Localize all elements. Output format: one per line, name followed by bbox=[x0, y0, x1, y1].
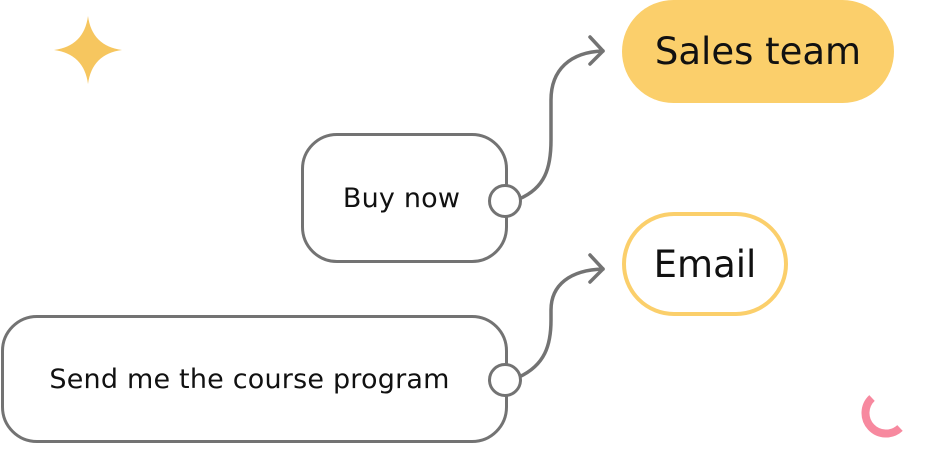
output-port-course-program[interactable] bbox=[488, 363, 522, 397]
connector-buy-now-to-sales-team bbox=[517, 49, 605, 201]
option-node-buy-now[interactable]: Buy now bbox=[301, 133, 508, 263]
output-port-buy-now[interactable] bbox=[488, 184, 522, 218]
connector-course-program-to-email bbox=[517, 267, 605, 379]
arrowhead-email-icon bbox=[588, 253, 605, 284]
arrowhead-sales-team-icon bbox=[588, 35, 605, 66]
option-node-course-program[interactable]: Send me the course program bbox=[1, 315, 508, 443]
target-label: Email bbox=[653, 242, 757, 286]
target-label: Sales team bbox=[654, 30, 862, 73]
sparkle-star-icon bbox=[54, 16, 122, 84]
option-label: Buy now bbox=[342, 182, 461, 214]
target-node-email[interactable]: Email bbox=[622, 212, 788, 316]
target-node-sales-team[interactable]: Sales team bbox=[622, 0, 894, 103]
pink-arc-icon bbox=[861, 395, 903, 438]
option-label: Send me the course program bbox=[49, 363, 450, 395]
